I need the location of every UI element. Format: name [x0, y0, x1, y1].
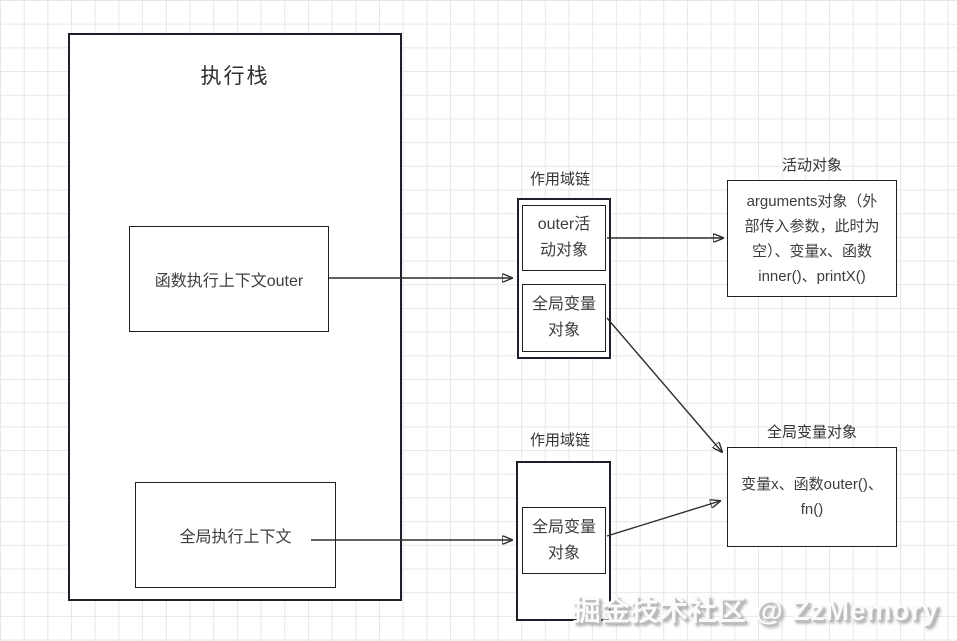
execution-stack-title: 执行栈: [200, 65, 270, 88]
scope-chain-outer-gvo-box: 全局变量 对象: [522, 284, 606, 352]
scope-chain-global-label: 作用域链: [529, 432, 590, 449]
scope-chain-outer-label: 作用域链: [529, 171, 590, 188]
stack-frame-outer-context: 函数执行上下文outer: [129, 226, 329, 332]
scope-chain-global-gvo-box: 全局变量 对象: [522, 507, 606, 574]
scope-chain-global-gvo-line2: 对象: [547, 544, 580, 562]
watermark-text: 掘金技术社区 @ ZzMemory: [572, 595, 939, 626]
activation-object-label: 活动对象: [781, 157, 842, 174]
activation-object-line1: arguments对象（外: [746, 192, 878, 210]
activation-object-line3: 空）、变量x、函数: [751, 242, 872, 260]
global-variable-object-line1: 变量x、函数outer()、: [741, 476, 883, 493]
activation-object-box: arguments对象（外 部传入参数，此时为 空）、变量x、函数 inner(…: [727, 180, 897, 297]
outer-activation-object-line2: 动对象: [539, 242, 588, 259]
global-variable-object-label: 全局变量对象: [766, 424, 857, 441]
outer-activation-object-line1: outer活: [537, 216, 591, 233]
outer-activation-object-box: outer活 动对象: [522, 205, 606, 271]
activation-object-line4: inner()、printX(): [758, 267, 866, 285]
scope-chain-global-gvo-line1: 全局变量: [531, 518, 596, 536]
stack-frame-global-context: 全局执行上下文: [135, 482, 336, 588]
global-variable-object-line2: fn(): [800, 501, 824, 518]
scope-chain-outer-gvo-line2: 对象: [547, 322, 580, 339]
stack-frame-outer-label: 函数执行上下文outer: [154, 273, 304, 290]
activation-object-line2: 部传入参数，此时为: [744, 217, 880, 235]
stack-frame-global-label: 全局执行上下文: [179, 529, 292, 546]
arrow-global-gvo-to-global-variable-object: [606, 501, 720, 537]
arrow-outer-gvo-to-global-variable-object: [606, 317, 722, 452]
scope-chain-outer-gvo-line1: 全局变量: [531, 296, 596, 313]
global-variable-object-box: 变量x、函数outer()、 fn(): [727, 447, 897, 547]
